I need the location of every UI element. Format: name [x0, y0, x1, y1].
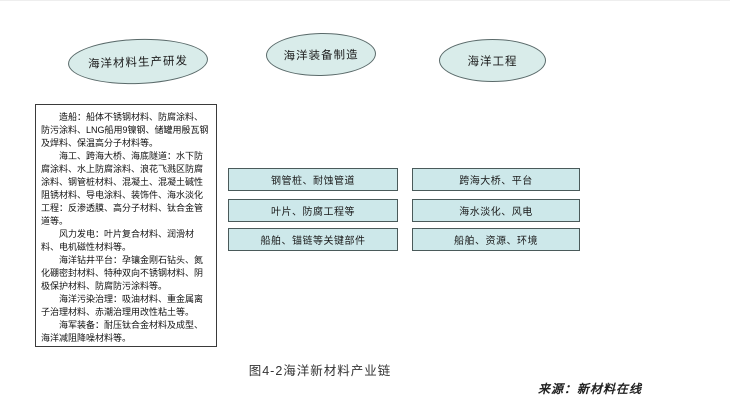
detail-paragraph-drilling-platform: 海洋钻井平台：孕镶金刚石钻头、氮化硼密封材料、特种双向不锈钢材料、阴极保护材料、…	[41, 255, 204, 291]
detail-paragraph-wind-power: 风力发电：叶片复合材料、润滑材料、电机磁性材料等。	[41, 229, 195, 252]
materials-detail-box: 造船：船体不锈钢材料、防腐涂料、防污涂料、LNG船用9镍钢、储罐用殷瓦钢及焊料、…	[35, 104, 217, 347]
detail-paragraph-shipbuilding: 造船：船体不锈钢材料、防腐涂料、防污涂料、LNG船用9镍钢、储罐用殷瓦钢及焊料、…	[41, 112, 209, 148]
engineering-box-bridge-platform-label: 跨海大桥、平台	[459, 176, 533, 187]
ellipse-marine-engineering-label: 海洋工程	[467, 55, 518, 68]
equipment-box-blades: 叶片、防腐工程等	[228, 199, 398, 222]
engineering-box-ship-resource-env: 船舶、资源、环境	[412, 228, 580, 251]
ellipse-materials-production-rd: 海洋材料生产研发	[67, 36, 209, 87]
engineering-box-ship-resource-env-label: 船舶、资源、环境	[454, 236, 538, 247]
detail-paragraph-naval-equipment: 海军装备：耐压钛合金材料及成型、海洋减阻降噪材料等。	[41, 320, 204, 343]
equipment-box-ship-parts: 船舶、锚链等关键部件	[228, 228, 398, 251]
ellipse-equipment-manufacturing: 海洋装备制造	[265, 32, 377, 77]
ellipse-materials-production-rd-label: 海洋材料生产研发	[87, 54, 189, 71]
equipment-box-blades-label: 叶片、防腐工程等	[271, 207, 355, 218]
ellipse-marine-engineering: 海洋工程	[439, 39, 546, 82]
engineering-box-bridge-platform: 跨海大桥、平台	[412, 168, 580, 191]
detail-paragraph-offshore: 海工、跨海大桥、海底隧道：水下防腐涂料、水上防腐涂料、浪花飞溅区防腐涂料、钢管桩…	[41, 151, 204, 226]
equipment-box-pipes: 钢管桩、耐蚀管道	[228, 168, 398, 191]
figure-caption: 图4-2海洋新材料产业链	[248, 364, 392, 378]
engineering-box-desalination-wind: 海水淡化、风电	[412, 199, 580, 222]
ellipse-equipment-manufacturing-label: 海洋装备制造	[283, 48, 359, 63]
detail-paragraph-pollution-control: 海洋污染治理：吸油材料、重金属离子治理材料、赤潮治理用改性粘土等。	[41, 294, 204, 317]
equipment-box-pipes-label: 钢管桩、耐蚀管道	[271, 176, 355, 187]
equipment-box-ship-parts-label: 船舶、锚链等关键部件	[260, 236, 366, 247]
engineering-box-desalination-wind-label: 海水淡化、风电	[459, 207, 533, 218]
source-credit: 来源：新材料在线	[537, 382, 642, 396]
